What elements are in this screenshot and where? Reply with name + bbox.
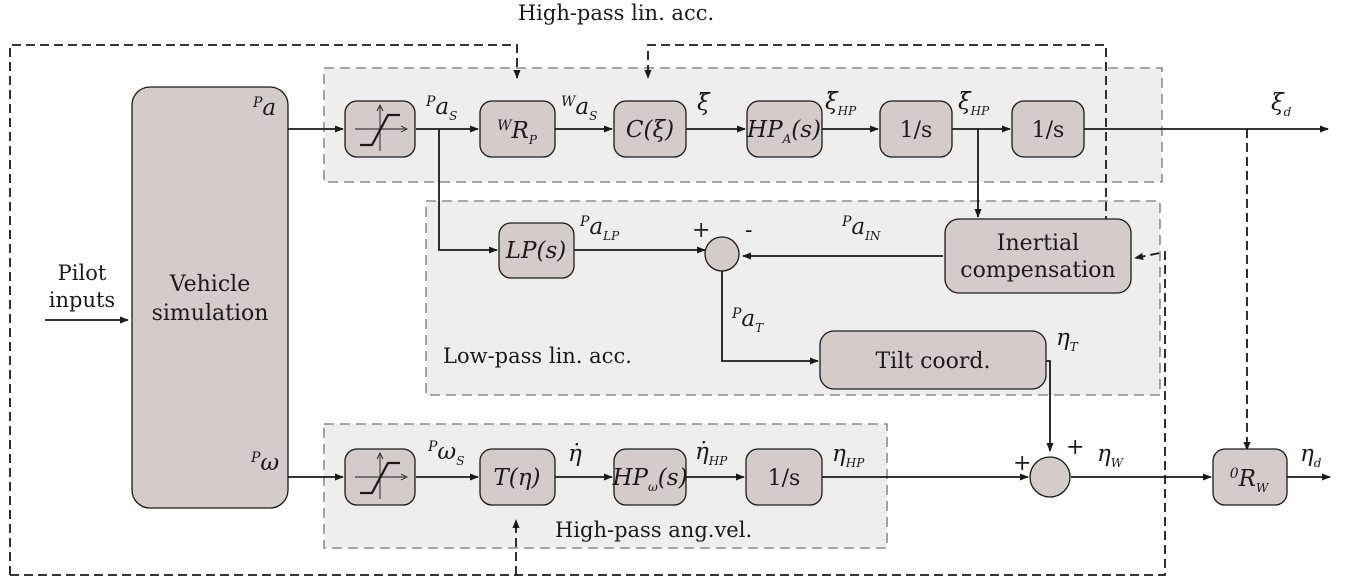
sum-ang-plus-top: +: [1066, 435, 1084, 460]
signal-eta-HP: ηHP: [832, 441, 865, 470]
vehicle-label-line2: simulation: [152, 301, 269, 326]
feedback-outer-bottom: [10, 250, 1166, 576]
high-pass-HPw-label: HPω(s): [611, 465, 687, 494]
high-pass-HPA-label: HPA(s): [746, 117, 821, 146]
signal-xi-dot-HP: ξ̇HP: [958, 89, 990, 118]
inertial-label-line1: Inertial: [997, 231, 1079, 256]
transform-T-label: T(η): [493, 465, 540, 491]
transform-T-block: [479, 448, 556, 506]
sum-acc-minus: -: [745, 218, 752, 243]
sum-ang-plus-left: +: [1013, 451, 1031, 476]
low-pass-group-label: Low-pass lin. acc.: [443, 344, 632, 368]
integrator-1-block: [879, 100, 953, 158]
diagram-title: High-pass lin. acc.: [518, 1, 714, 25]
inertial-compensation-block: [944, 218, 1132, 294]
signal-Pa: Pa: [252, 95, 276, 121]
integrator-2-label: 1/s: [1032, 118, 1065, 143]
saturation-icon: [355, 103, 409, 151]
wire-sum-tilt: [721, 271, 819, 365]
signal-eta-dot-HP: η̇HP: [695, 439, 728, 468]
tilt-coordination-label: Tilt coord.: [876, 349, 991, 374]
signal-Pa-T: PaT: [731, 306, 764, 335]
signal-eta-d: ηd: [1300, 441, 1322, 470]
signal-Pw-S: PωS: [427, 439, 464, 468]
low-pass-LP-label: LP(s): [505, 238, 567, 264]
rotation-WRP-block: [479, 100, 556, 158]
low-pass-LP-block: [498, 222, 575, 279]
high-pass-ang-group-label: High-pass ang.vel.: [555, 518, 752, 542]
rotation-0RW-label: 0RW: [1230, 466, 1270, 495]
feedback-outer-top: [9, 44, 521, 575]
high-pass-HPA-block: [746, 100, 823, 158]
signal-Wa-S: WaS: [561, 94, 597, 123]
pilot-inputs-line2: inputs: [49, 288, 115, 312]
sum-acc-plus: +: [692, 218, 710, 243]
signal-Pa-LP: PaLP: [579, 214, 620, 243]
signal-Pa-IN: PaIN: [841, 214, 881, 243]
signal-Pw: Pω: [250, 450, 279, 476]
integrator-3-block: [745, 448, 823, 506]
summing-junction-ang: [1029, 456, 1071, 498]
saturation-icon: [355, 451, 409, 499]
tilt-coordination-block: [819, 330, 1047, 390]
inertial-label-line2: compensation: [960, 258, 1115, 283]
signal-xi-d: ξd: [1271, 90, 1292, 119]
coordinate-C-label: C(ξ): [626, 117, 674, 143]
feedback-xi-loop: [644, 44, 1107, 225]
signal-Pa-S: PaS: [425, 94, 457, 123]
signal-xi-ddot: ξ̈: [697, 90, 711, 116]
integrator-1-label: 1/s: [900, 118, 933, 143]
summing-junction-acc: [704, 236, 740, 272]
high-pass-HPw-block: [613, 448, 687, 506]
signal-xi-ddot-HP: ξ̈HP: [825, 89, 857, 118]
wire-tilt-sum2: [1046, 360, 1054, 452]
pilot-inputs-line1: Pilot: [58, 261, 107, 285]
integrator-3-label: 1/s: [768, 466, 801, 491]
vehicle-label-line1: Vehicle: [169, 272, 250, 297]
integrator-2-block: [1011, 100, 1085, 158]
coordinate-C-block: [613, 100, 687, 158]
signal-eta-dot: η̇: [568, 441, 582, 467]
wire-PaS-LP: [438, 129, 498, 254]
signal-eta-W: ηW: [1097, 441, 1125, 470]
rotation-WRP-label: WRP: [497, 118, 538, 147]
signal-eta-T: ηT: [1056, 325, 1079, 354]
rotation-0RW-block: [1212, 448, 1288, 506]
vehicle-simulation-block: [131, 86, 289, 509]
